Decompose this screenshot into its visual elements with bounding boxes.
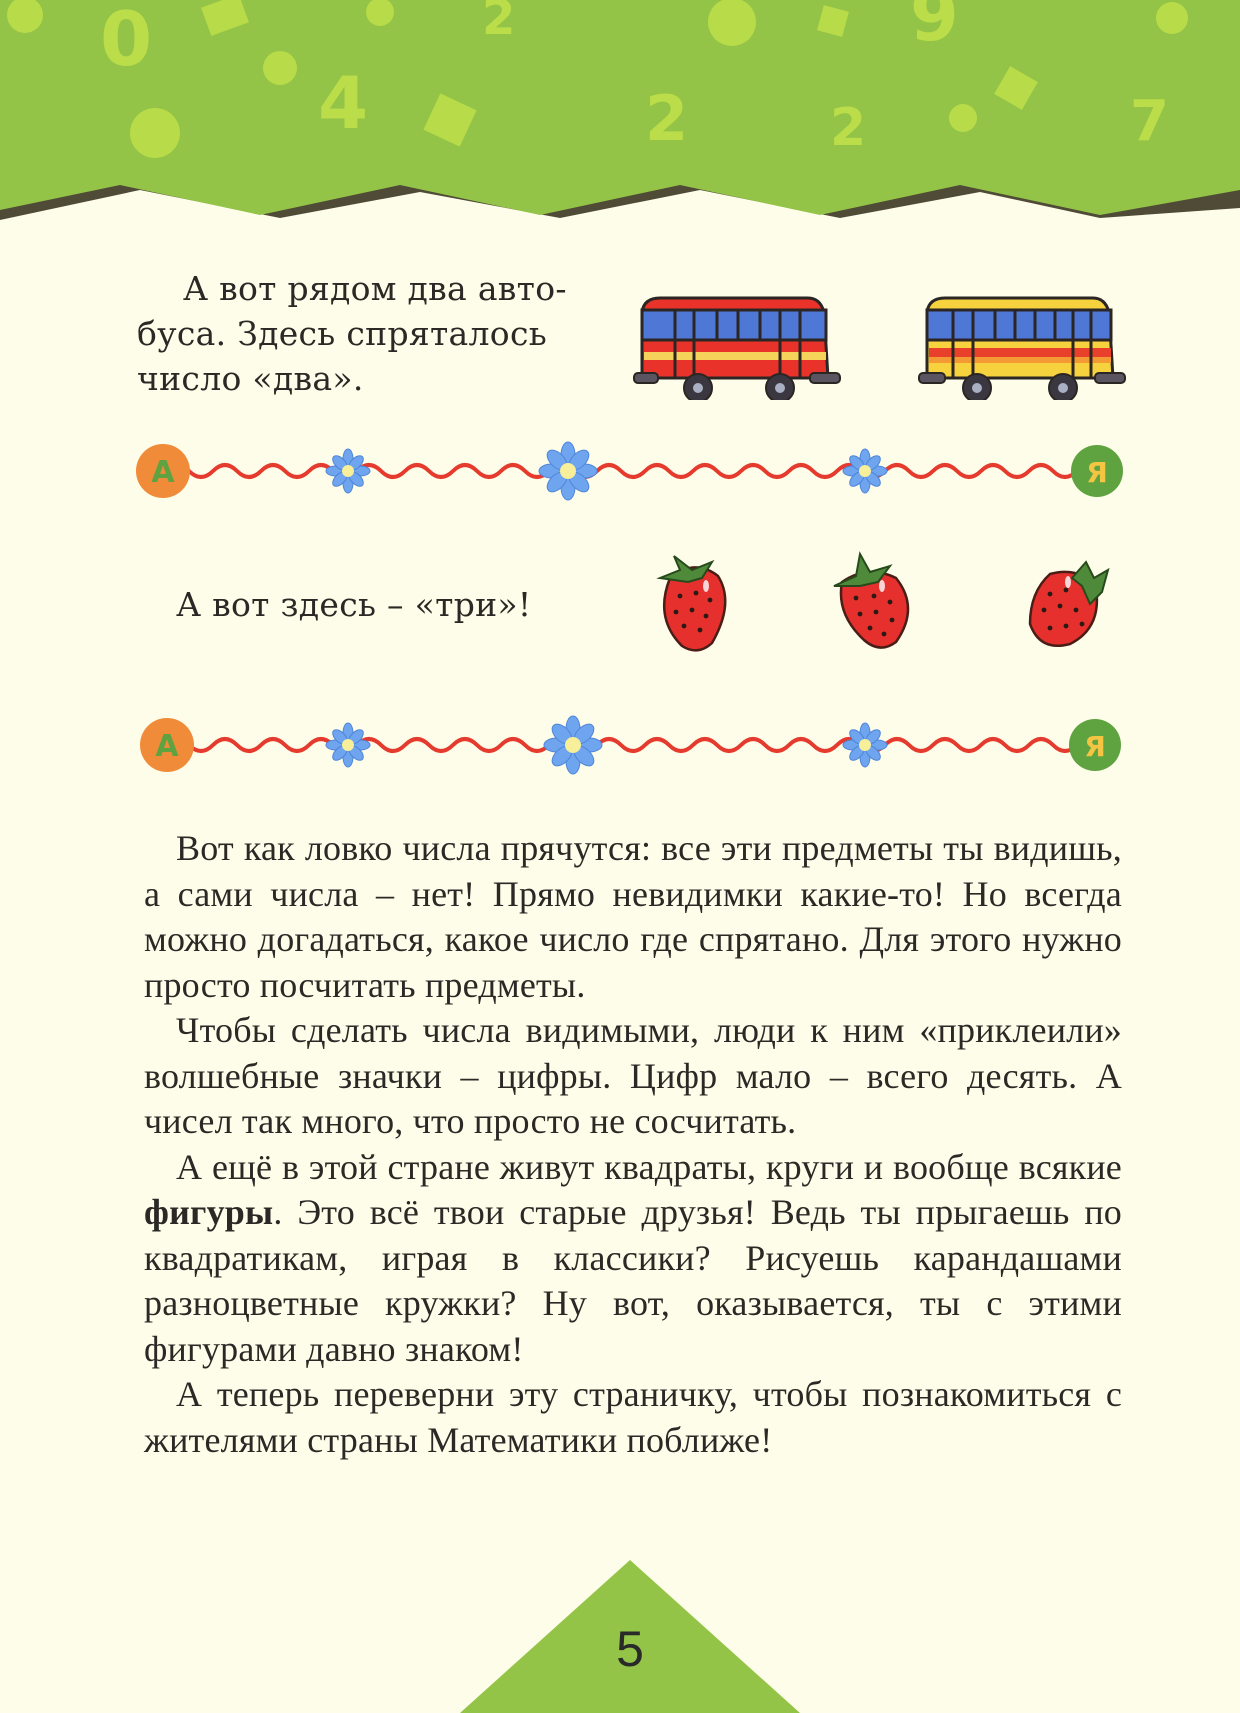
svg-text:2: 2: [645, 82, 688, 155]
buses-caption: А вот рядом два авто- буса. Здесь спрята…: [137, 266, 597, 401]
body-text: Вот как ловко числа прячутся: все эти пр…: [144, 826, 1122, 1463]
page-number: 5: [616, 1621, 644, 1677]
small-flower-icon: [842, 722, 888, 768]
paragraph: Вот как ловко числа прячутся: все эти пр…: [144, 828, 1122, 1005]
bold-term: фигуры: [144, 1192, 274, 1232]
small-flower-icon: [842, 448, 888, 494]
caption-line: число «два».: [137, 359, 364, 398]
buses-illustration: [630, 290, 1150, 400]
strawberry-icon: [1028, 560, 1110, 647]
svg-text:9: 9: [910, 0, 959, 57]
badge-ya-icon: Я: [1069, 719, 1121, 771]
svg-text:Я: Я: [1084, 730, 1106, 763]
svg-text:А: А: [155, 729, 179, 764]
paragraph: А теперь переверни эту страничку, чтобы …: [144, 1374, 1122, 1460]
small-flower-icon: [325, 448, 371, 494]
alphabet-divider: А Я: [135, 436, 1135, 506]
svg-text:2: 2: [830, 98, 866, 158]
wavy-line: [163, 463, 1103, 479]
berries-caption: А вот здесь – «три»!: [176, 585, 532, 624]
decorative-header-band: 0 4 2 2 9 2 7: [0, 0, 1240, 225]
header-decor-shapes: 0 4 2 2 9 2 7: [7, 0, 1188, 158]
caption-line: буса. Здесь спряталось: [137, 314, 547, 353]
small-flower-icon: [325, 722, 371, 768]
yellow-bus-icon: [918, 296, 1126, 400]
svg-text:7: 7: [1130, 89, 1169, 154]
decor-digit: 0: [100, 0, 152, 83]
paragraph: А ещё в этой стране живут квадраты, круг…: [144, 1146, 1122, 1369]
alphabet-divider: А Я: [135, 710, 1135, 780]
red-bus-icon: [633, 296, 841, 400]
wavy-line: [163, 737, 1103, 753]
svg-text:Я: Я: [1086, 456, 1108, 489]
svg-text:2: 2: [482, 0, 515, 46]
page-number-triangle: 5: [460, 1560, 800, 1713]
large-flower-icon: [538, 441, 598, 501]
paragraph: Чтобы сделать числа видимыми, люди к ним…: [144, 1010, 1122, 1141]
badge-ya-icon: Я: [1071, 445, 1123, 497]
strawberry-icon: [656, 555, 727, 652]
caption-line: А вот рядом два авто-: [183, 269, 567, 308]
header-zigzag-graphic: 0 4 2 2 9 2 7: [0, 0, 1240, 220]
badge-a-icon: А: [140, 718, 194, 772]
badge-a-icon: А: [136, 444, 190, 498]
large-flower-icon: [543, 715, 603, 775]
svg-text:А: А: [151, 455, 175, 490]
strawberries-illustration: [640, 548, 1120, 658]
strawberry-icon: [833, 551, 910, 649]
svg-text:4: 4: [318, 61, 368, 145]
